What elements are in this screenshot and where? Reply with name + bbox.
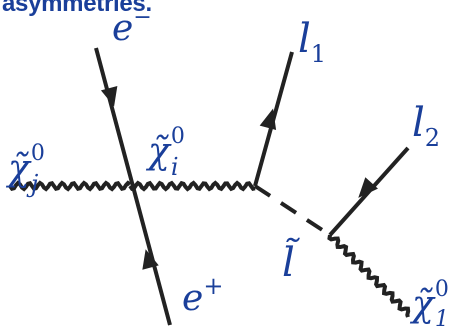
electron-arrow <box>100 85 118 107</box>
heading-text: asymmetries. <box>2 0 152 17</box>
label-electron: e− <box>112 5 152 49</box>
label-positron: e+ <box>182 272 223 319</box>
neutralino-i-wavy-line <box>128 180 256 192</box>
label-lepton2: l2 <box>412 100 440 152</box>
label-lepton1: l1 <box>298 16 326 68</box>
lepton2-arrow <box>358 177 378 198</box>
label-slepton: l̃ <box>282 237 301 286</box>
slepton-dashed-line <box>253 184 332 237</box>
positron-arrow <box>142 249 159 270</box>
lepton1-arrow <box>259 108 277 130</box>
neutralino-1-wavy-line <box>327 234 411 318</box>
neutralino-j-wavy-line <box>8 180 132 192</box>
